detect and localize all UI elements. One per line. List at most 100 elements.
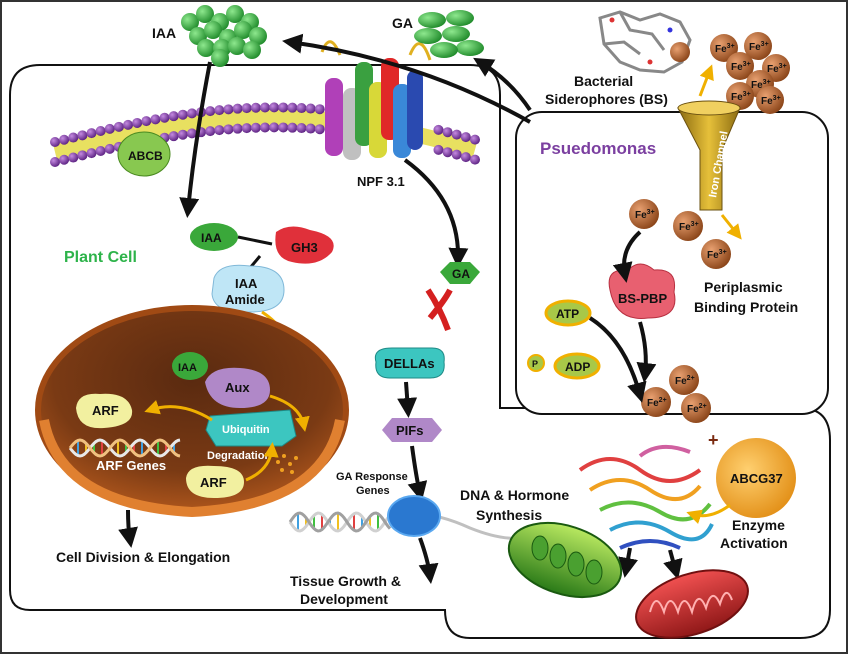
p-label: P: [532, 359, 538, 369]
periplasmic-line1: Periplasmic: [704, 279, 783, 295]
arrow-aux-degradation: [269, 394, 310, 432]
siderophore-molecule-icon: [598, 10, 692, 74]
ubiquitin-label: Ubiquitin: [222, 424, 270, 436]
iaa-nucleus-label: IAA: [178, 362, 197, 374]
lipid-head: [305, 123, 316, 134]
iaa-molecule: [181, 13, 199, 31]
fe2-ion: [681, 393, 711, 423]
pifs-node: [382, 418, 442, 442]
arrow-to-tissue-growth: [418, 537, 439, 584]
lipid-head: [186, 128, 197, 139]
iaa-molecule: [196, 5, 214, 23]
lipid-head: [68, 132, 79, 143]
lipid-head: [287, 122, 298, 133]
tissue-growth-line1: Tissue Growth &: [290, 573, 401, 589]
iaa-inner-label: IAA: [201, 231, 222, 245]
fe-ion: [673, 211, 703, 241]
arf-top-protein: [76, 393, 133, 429]
lipid-head: [451, 129, 462, 140]
channel-arrow-down: [720, 214, 742, 240]
lipid-head: [168, 111, 179, 122]
arrow-to-mitochondria: [663, 549, 683, 580]
adp-molecule: [553, 352, 601, 380]
lipid-head: [113, 121, 124, 132]
gh3-label: GH3: [291, 240, 318, 255]
lipid-head: [77, 150, 88, 161]
ga-inner-label: GA: [452, 267, 470, 281]
lipid-head: [250, 102, 261, 113]
lipid-head: [470, 134, 480, 145]
enzyme-line2: Activation: [720, 535, 788, 551]
arrow-enzyme-activation: [686, 503, 731, 524]
pifs-label: PIFs: [396, 423, 423, 438]
iaa-molecule: [197, 39, 215, 57]
iaa-molecule: [243, 41, 261, 59]
plant-cell-label: Plant Cell: [64, 249, 137, 266]
gh3-enzyme: [275, 226, 334, 264]
phosphate-molecule: [527, 354, 545, 372]
iaa-gh3-link: [237, 235, 273, 246]
ga-inner-node: [440, 262, 480, 284]
lipid-head: [77, 130, 88, 141]
iaa-amide-line1: IAA: [235, 276, 258, 291]
lipid-head: [296, 123, 307, 134]
lipid-head: [86, 128, 97, 139]
lipid-head: [214, 105, 225, 116]
channel-arrow-up: [698, 64, 714, 97]
iron-channel: [677, 100, 741, 211]
fe3-cluster: Fe3+Fe3+Fe3+Fe3+Fe3+Fe3+Fe3+: [710, 32, 790, 114]
lipid-head: [442, 147, 453, 158]
lipid-head: [95, 145, 106, 156]
iaa-molecule: [226, 5, 244, 23]
lipid-head: [186, 108, 197, 119]
lipid-head: [260, 122, 270, 133]
lipid-head: [241, 103, 252, 114]
lipid-head: [250, 122, 261, 133]
lipid-head: [205, 106, 216, 117]
lipid-head: [223, 104, 234, 115]
atp-label: ATP: [556, 307, 579, 321]
lipid-head: [260, 102, 270, 113]
arrow-to-chloroplast: [618, 547, 638, 578]
cell-division-label: Cell Division & Elongation: [56, 549, 230, 565]
adp-label: ADP: [565, 360, 590, 374]
arrow-fe-to-pbp: [612, 230, 642, 283]
chloroplast: [507, 522, 623, 598]
abcb-label: ABCB: [128, 149, 163, 163]
lipid-head: [132, 117, 143, 128]
ga-molecule-cluster: [414, 10, 484, 58]
plus-sign: +: [708, 430, 719, 450]
lipid-head: [296, 103, 307, 114]
lipid-head: [460, 152, 471, 163]
fe-ion: [629, 199, 659, 229]
iaa-molecule: [211, 49, 229, 67]
arf-top-label: ARF: [92, 403, 119, 418]
lipid-head: [278, 122, 289, 133]
lipid-head: [269, 122, 280, 133]
lipid-head: [433, 144, 444, 155]
fe2-cluster: Fe2+Fe2+Fe2+: [641, 365, 711, 423]
plant-cell-boundary: [9, 64, 831, 639]
abcb-transporter: [117, 131, 171, 177]
lipid-head: [123, 119, 134, 130]
ga-response-line2: Genes: [356, 485, 390, 497]
bacterial-siderophores-line2: Siderophores (BS): [545, 91, 668, 107]
lipid-head: [86, 148, 97, 159]
lipid-head: [50, 157, 60, 167]
bacterial-siderophores-line1: Bacterial: [574, 73, 633, 89]
degradation-fragments: [276, 454, 298, 474]
iaa-molecule: [228, 37, 246, 55]
abcg37-transporter: [716, 438, 796, 518]
lipid-head: [150, 114, 161, 125]
arrow-to-iaa-top: [282, 33, 531, 124]
pseudomonas-label: Psuedomonas: [540, 139, 656, 158]
lipid-head: [177, 109, 188, 120]
lipid-head: [241, 123, 252, 134]
arrow-dellas-to-pifs: [397, 381, 418, 418]
lipid-head: [141, 116, 152, 127]
arrow-iaa-into-cell: [179, 61, 212, 218]
iaa-molecule-cluster: [181, 5, 267, 67]
lipid-head: [433, 124, 444, 135]
